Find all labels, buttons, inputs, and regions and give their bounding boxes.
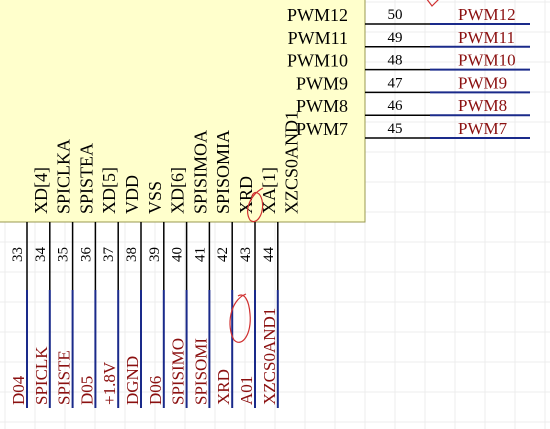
bottom-pin-number: 34: [33, 247, 49, 263]
bottom-pin-number: 33: [10, 247, 26, 262]
bottom-pin-name: VDD: [122, 175, 142, 214]
bottom-net-label: SPICLK: [32, 346, 51, 405]
annotation-arrow-top: [426, 0, 439, 7]
annotation-circle-xa1: [247, 187, 264, 223]
bottom-net-label: SPISOMI: [191, 338, 210, 405]
right-pin-number: 48: [388, 53, 403, 69]
right-net-label: PWM8: [458, 96, 507, 115]
bottom-pin-name: SPICLKA: [54, 139, 74, 214]
right-pin-name: PWM8: [296, 96, 348, 116]
bottom-pin-name: XD[6]: [168, 167, 188, 214]
bottom-net-label: DGND: [123, 356, 142, 405]
bottom-net-label: XZCS0AND1: [260, 308, 279, 405]
right-pin-number: 46: [388, 98, 404, 114]
bottom-net-label: XRD: [214, 369, 233, 405]
bottom-pin-name: SPISOMIA: [213, 130, 233, 214]
right-net-label: PWM10: [458, 51, 516, 70]
bottom-pin-name: SPISTEA: [76, 143, 96, 214]
bottom-pin-name: XD[5]: [99, 167, 119, 214]
bottom-net-label: D06: [146, 376, 165, 405]
right-pin-number: 49: [388, 30, 403, 46]
bottom-pin-number: 42: [215, 247, 231, 262]
bottom-net-label: D05: [77, 376, 96, 405]
annotation-circle-a01: [229, 293, 251, 343]
right-pin-name: PWM12: [287, 5, 348, 25]
bottom-pin-name: VSS: [145, 181, 165, 214]
bottom-pin-number: 39: [147, 247, 163, 262]
bottom-net-label: D04: [9, 375, 28, 405]
bottom-pin-number: 44: [261, 247, 277, 263]
right-pin-name: PWM7: [296, 119, 348, 139]
bottom-net-label: SPISIMO: [169, 338, 188, 405]
right-pin-number: 45: [388, 121, 403, 137]
bottom-pin-name: XD[4]: [31, 167, 51, 214]
bottom-pin-number: 38: [124, 247, 140, 262]
bottom-net-label: +1.8V: [100, 361, 119, 405]
bottom-pin-number: 43: [238, 247, 254, 262]
bottom-pin-name: XA[1]: [259, 167, 279, 214]
bottom-pin-number: 41: [192, 247, 208, 262]
ic-body: [0, 0, 366, 223]
bottom-pin-number: 40: [170, 247, 186, 262]
bottom-net-label: A01: [237, 376, 256, 405]
bottom-net-label: SPISTE: [55, 350, 74, 405]
right-net-label: PWM11: [458, 28, 515, 47]
right-pin-number: 50: [388, 7, 403, 23]
bottom-pin-name: XZCS0AND1: [282, 111, 302, 214]
right-pin-name: PWM9: [296, 73, 348, 93]
annotation-marks: [229, 0, 439, 343]
right-net-label: PWM12: [458, 5, 516, 24]
right-pin-name: PWM11: [288, 28, 348, 48]
bottom-pin-name: XRD: [236, 176, 256, 214]
right-pin-name: PWM10: [287, 51, 348, 71]
right-net-label: PWM9: [458, 73, 507, 92]
bottom-pin-number: 37: [101, 247, 117, 263]
bottom-pin-number: 36: [78, 247, 94, 263]
right-pin-number: 47: [388, 75, 404, 91]
bottom-pin-name: SPISIMOA: [190, 130, 210, 214]
bottom-pin-number: 35: [56, 247, 72, 262]
right-net-label: PWM7: [458, 119, 508, 138]
